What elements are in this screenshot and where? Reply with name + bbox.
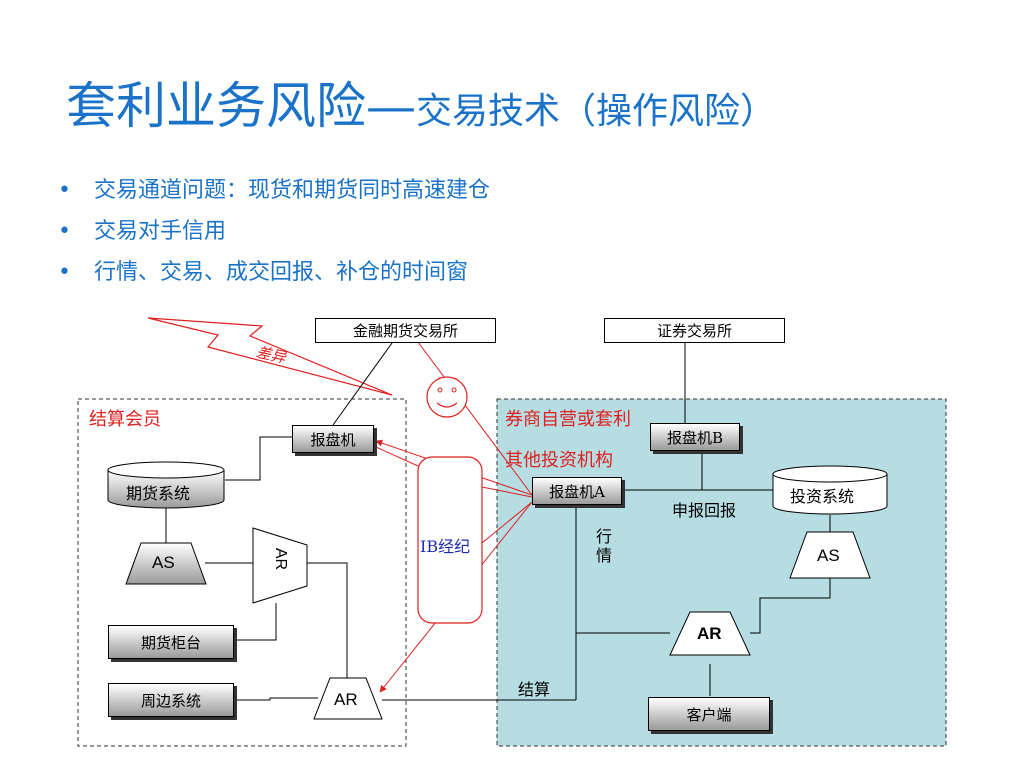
ar-vertical-shape xyxy=(252,527,308,604)
ib-broker-label: IB经纪 xyxy=(420,537,471,556)
broker-label-line1: 券商自营或套利 xyxy=(505,409,631,430)
order-machine-a-box: 报盘机A xyxy=(532,477,622,505)
futures-exchange-box: 金融期货交易所 xyxy=(315,318,496,343)
bullet-dot-icon: • xyxy=(58,178,71,203)
futures-system-label: 期货系统 xyxy=(126,484,191,503)
slide-title: 套利业务风险—交易技术（操作风险） xyxy=(66,66,776,138)
title-main: 套利业务风险— xyxy=(66,77,416,135)
bullet-item: •交易通道问题：现货和期货同时高速建仓 xyxy=(58,170,490,211)
ib-broker-shape xyxy=(417,456,483,624)
ar-bottom-left-shape xyxy=(313,677,383,720)
bullet-list: •交易通道问题：现货和期货同时高速建仓 •交易对手信用 •行情、交易、成交回报、… xyxy=(58,170,490,293)
broker-label-line2: 其他投资机构 xyxy=(505,450,613,471)
stock-exchange-box: 证券交易所 xyxy=(604,318,785,343)
ar-right-label: AR xyxy=(697,624,722,643)
ar-bottom-left-label: AR xyxy=(334,690,358,709)
bullet-item: •行情、交易、成交回报、补仓的时间窗 xyxy=(58,252,490,293)
order-machine-b-box: 报盘机B xyxy=(650,423,740,451)
ar-vertical-label: AR xyxy=(272,547,290,571)
bullet-dot-icon: • xyxy=(58,219,71,244)
title-sub: 交易技术（操作风险） xyxy=(416,91,777,132)
lightning-bolt-icon xyxy=(147,317,393,396)
as-right-label: AS xyxy=(817,546,840,565)
market-quote-label: 行情 xyxy=(596,527,613,565)
bullet-item: •交易对手信用 xyxy=(58,211,490,252)
order-machine-box: 报盘机 xyxy=(292,425,374,453)
investment-system-cylinder xyxy=(772,465,888,515)
as-left-label: AS xyxy=(152,553,175,572)
client-box: 客户端 xyxy=(648,697,770,731)
smiley-face-icon xyxy=(426,376,468,418)
bullet-dot-icon: • xyxy=(58,260,71,285)
investment-system-label: 投资系统 xyxy=(790,487,855,506)
peripheral-system-box: 周边系统 xyxy=(108,683,234,717)
report-return-label: 申报回报 xyxy=(672,501,737,520)
settlement-label: 结算 xyxy=(518,680,551,699)
futures-counter-box: 期货柜台 xyxy=(108,625,234,659)
clearing-member-label: 结算会员 xyxy=(89,409,161,430)
as-right-shape xyxy=(789,531,871,579)
ar-right-shape xyxy=(669,611,751,656)
broker-region xyxy=(496,398,947,747)
futures-system-cylinder xyxy=(107,461,225,509)
clearing-member-region xyxy=(77,398,407,747)
as-left-shape xyxy=(125,542,207,585)
